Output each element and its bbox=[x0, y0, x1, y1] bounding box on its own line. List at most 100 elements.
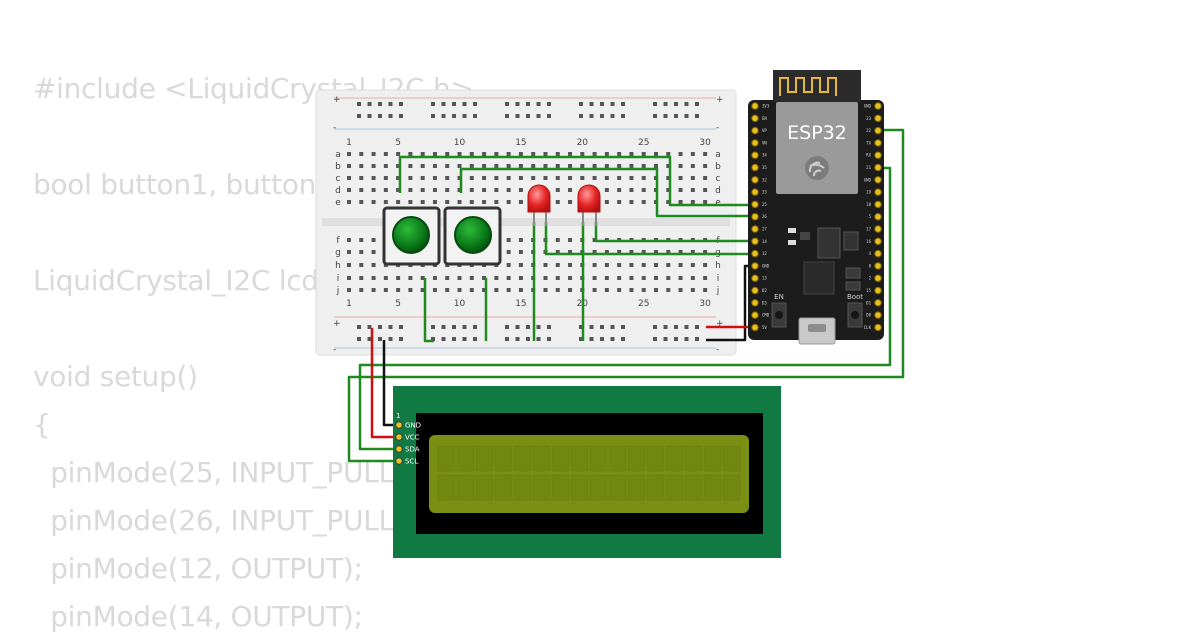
breadboard-hole[interactable] bbox=[690, 188, 695, 192]
rail-hole[interactable] bbox=[441, 114, 446, 118]
breadboard-hole[interactable] bbox=[518, 263, 523, 267]
rail-hole[interactable] bbox=[378, 337, 382, 341]
breadboard-hole[interactable] bbox=[445, 188, 450, 192]
breadboard-hole[interactable] bbox=[604, 188, 609, 192]
breadboard-hole[interactable] bbox=[617, 152, 622, 156]
breadboard-hole[interactable] bbox=[629, 276, 634, 280]
breadboard-hole[interactable] bbox=[654, 263, 658, 267]
breadboard-hole[interactable] bbox=[371, 238, 376, 242]
wire-lcd-vcc[interactable] bbox=[370, 328, 398, 439]
rail-hole[interactable] bbox=[505, 337, 509, 341]
breadboard-hole[interactable] bbox=[432, 200, 437, 204]
rail-hole[interactable] bbox=[600, 337, 604, 341]
esp32-pin-right[interactable] bbox=[874, 139, 882, 147]
breadboard-hole[interactable] bbox=[678, 263, 683, 267]
breadboard-hole[interactable] bbox=[420, 200, 425, 204]
breadboard-hole[interactable] bbox=[494, 276, 499, 280]
breadboard-hole[interactable] bbox=[396, 188, 401, 192]
rail-hole[interactable] bbox=[431, 102, 435, 106]
rail-hole[interactable] bbox=[388, 102, 393, 106]
breadboard-hole[interactable] bbox=[654, 250, 658, 254]
breadboard-hole[interactable] bbox=[678, 276, 683, 280]
breadboard-hole[interactable] bbox=[396, 152, 401, 156]
rail-hole[interactable] bbox=[431, 337, 435, 341]
lcd-pin[interactable] bbox=[395, 445, 403, 453]
breadboard-hole[interactable] bbox=[592, 176, 597, 180]
rail-hole[interactable] bbox=[367, 325, 372, 329]
rail-hole[interactable] bbox=[610, 102, 615, 106]
breadboard-hole[interactable] bbox=[482, 288, 487, 292]
breadboard-hole[interactable] bbox=[457, 176, 462, 180]
breadboard-hole[interactable] bbox=[420, 164, 425, 168]
rail-hole[interactable] bbox=[653, 325, 657, 329]
breadboard-hole[interactable] bbox=[371, 176, 376, 180]
breadboard-hole[interactable] bbox=[703, 200, 708, 204]
breadboard-hole[interactable] bbox=[617, 188, 622, 192]
breadboard-hole[interactable] bbox=[383, 200, 388, 204]
breadboard-hole[interactable] bbox=[432, 276, 437, 280]
rail-hole[interactable] bbox=[441, 102, 446, 106]
esp32-pin-right[interactable] bbox=[874, 249, 882, 258]
breadboard-hole[interactable] bbox=[420, 276, 425, 280]
esp32-pin-left[interactable] bbox=[751, 139, 759, 147]
breadboard-hole[interactable] bbox=[347, 250, 351, 254]
breadboard-hole[interactable] bbox=[703, 276, 708, 280]
breadboard-hole[interactable] bbox=[383, 176, 388, 180]
rail-hole[interactable] bbox=[399, 337, 403, 341]
breadboard-hole[interactable] bbox=[641, 152, 646, 156]
breadboard-hole[interactable] bbox=[469, 176, 474, 180]
breadboard-hole[interactable] bbox=[690, 288, 695, 292]
breadboard-hole[interactable] bbox=[543, 288, 548, 292]
breadboard-hole[interactable] bbox=[383, 188, 388, 192]
rail-hole[interactable] bbox=[526, 102, 530, 106]
esp32-pin-right[interactable] bbox=[874, 213, 882, 221]
breadboard-hole[interactable] bbox=[555, 250, 560, 254]
rail-hole[interactable] bbox=[462, 102, 467, 106]
wire-button2-gpio26[interactable] bbox=[459, 167, 755, 218]
breadboard-hole[interactable] bbox=[432, 152, 437, 156]
esp32-pin-left[interactable] bbox=[751, 262, 759, 270]
rail-hole[interactable] bbox=[663, 102, 668, 106]
breadboard-hole[interactable] bbox=[654, 276, 658, 280]
esp32-pin-left[interactable] bbox=[751, 102, 759, 110]
pushbutton-icon[interactable] bbox=[454, 216, 492, 254]
breadboard-hole[interactable] bbox=[666, 276, 671, 280]
rail-hole[interactable] bbox=[589, 325, 594, 329]
breadboard-hole[interactable] bbox=[396, 288, 401, 292]
breadboard-hole[interactable] bbox=[555, 238, 560, 242]
rail-hole[interactable] bbox=[462, 325, 467, 329]
breadboard-hole[interactable] bbox=[420, 288, 425, 292]
rail-hole[interactable] bbox=[526, 114, 530, 118]
rail-hole[interactable] bbox=[600, 325, 604, 329]
breadboard-hole[interactable] bbox=[690, 164, 695, 168]
breadboard-hole[interactable] bbox=[641, 164, 646, 168]
breadboard-hole[interactable] bbox=[347, 263, 351, 267]
breadboard-hole[interactable] bbox=[469, 200, 474, 204]
rail-hole[interactable] bbox=[505, 325, 509, 329]
breadboard-hole[interactable] bbox=[568, 250, 573, 254]
breadboard-hole[interactable] bbox=[592, 238, 597, 242]
rail-hole[interactable] bbox=[399, 114, 403, 118]
rail-hole[interactable] bbox=[684, 337, 689, 341]
breadboard-hole[interactable] bbox=[457, 188, 462, 192]
breadboard-hole[interactable] bbox=[580, 164, 585, 168]
rail-hole[interactable] bbox=[462, 114, 467, 118]
esp32-board[interactable]: ESP32 EN Boot 3V3ENVPVN34353233252627141… bbox=[748, 70, 884, 345]
breadboard-hole[interactable] bbox=[482, 200, 487, 204]
rail-hole[interactable] bbox=[653, 337, 657, 341]
breadboard-hole[interactable] bbox=[445, 176, 450, 180]
rail-hole[interactable] bbox=[441, 325, 446, 329]
breadboard-hole[interactable] bbox=[654, 288, 658, 292]
breadboard-hole[interactable] bbox=[555, 188, 560, 192]
breadboard-hole[interactable] bbox=[359, 188, 364, 192]
breadboard-hole[interactable] bbox=[396, 200, 401, 204]
breadboard-hole[interactable] bbox=[555, 276, 560, 280]
breadboard-hole[interactable] bbox=[347, 276, 351, 280]
breadboard-hole[interactable] bbox=[568, 152, 573, 156]
breadboard-hole[interactable] bbox=[469, 288, 474, 292]
wire-scl[interactable] bbox=[358, 166, 892, 451]
rail-hole[interactable] bbox=[452, 337, 456, 341]
breadboard-hole[interactable] bbox=[482, 164, 487, 168]
breadboard-hole[interactable] bbox=[604, 152, 609, 156]
